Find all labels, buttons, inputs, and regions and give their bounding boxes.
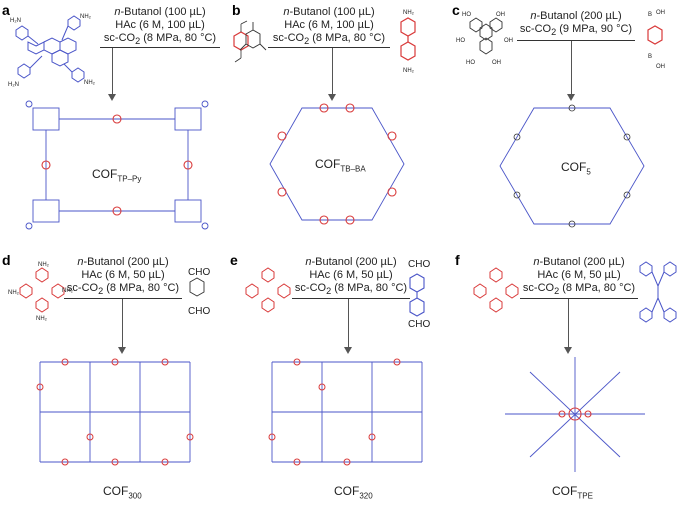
- reaction-conditions: n-Butanol (200 µL) HAc (6 M, 50 µL) sc-C…: [520, 256, 638, 298]
- reaction-rule: [64, 298, 182, 299]
- reaction-arrow: [122, 299, 123, 349]
- svg-text:B: B: [648, 54, 652, 60]
- cho-top: CHO: [188, 267, 211, 278]
- arrow-head: [108, 94, 116, 101]
- panel-label: a: [2, 2, 10, 18]
- acid-line: HAc (6 M, 50 µL): [537, 269, 621, 281]
- hexahydroxy-monomer: HO OH HO OH HO OH: [456, 12, 513, 66]
- svg-text:NH₂: NH₂: [84, 80, 96, 86]
- panel-label: b: [232, 2, 241, 18]
- cof-3d-framework: [36, 358, 194, 466]
- svg-text:OH: OH: [656, 10, 665, 16]
- cof-name: COFTPE: [552, 484, 593, 501]
- tetraphenylmethane-monomer: [473, 267, 519, 313]
- cho-top: CHO: [408, 259, 431, 270]
- panel-label: f: [455, 252, 460, 268]
- benzidine-monomer: NH₂ NH₂: [400, 10, 416, 74]
- reaction-conditions: n-Butanol (200 µL) HAc (6 M, 50 µL) sc-C…: [64, 256, 182, 298]
- cof-name: COF300: [103, 484, 142, 501]
- reaction-rule: [517, 40, 635, 41]
- svg-text:NH₂: NH₂: [80, 14, 92, 20]
- sc-line: sc-CO2 (8 MPa, 80 °C): [294, 282, 408, 297]
- reaction-conditions: n-Butanol (100 µL) HAc (6 M, 100 µL) sc-…: [100, 6, 220, 48]
- panel-label: e: [230, 252, 238, 268]
- arrow-head: [567, 94, 575, 101]
- svg-text:B: B: [648, 12, 652, 18]
- svg-text:HO: HO: [466, 60, 475, 66]
- diboronic-acid-monomer: B OH B OH: [647, 10, 665, 70]
- solvent-line: n-Butanol (200 µL): [530, 10, 622, 22]
- reaction-arrow: [332, 48, 333, 96]
- solvent-line: n-Butanol (100 µL): [283, 6, 375, 18]
- reaction-arrow: [571, 41, 572, 96]
- cho-bottom: CHO: [188, 306, 211, 317]
- cof-name: COF320: [334, 484, 373, 501]
- solvent-line: n-Butanol (200 µL): [533, 256, 625, 268]
- reaction-conditions: n-Butanol (100 µL) HAc (6 M, 100 µL) sc-…: [270, 6, 388, 48]
- solvent-line: n-Butanol (200 µL): [305, 256, 397, 268]
- reaction-rule: [292, 298, 410, 299]
- svg-text:NH₂: NH₂: [403, 10, 415, 16]
- acid-line: HAc (6 M, 50 µL): [81, 269, 165, 281]
- solvent-line: n-Butanol (200 µL): [77, 256, 169, 268]
- cof-name: COFTP–Py: [92, 167, 142, 184]
- sc-line: sc-CO2 (8 MPa, 80 °C): [522, 282, 636, 297]
- solvent-line: n-Butanol (100 µL): [114, 6, 206, 18]
- cof-name: COFTB–BA: [315, 157, 366, 174]
- panel-label: c: [452, 2, 460, 18]
- trialdehyde-monomer: [239, 22, 267, 51]
- tetraphenylmethane-monomer: [245, 267, 291, 313]
- svg-text:HO: HO: [462, 12, 471, 18]
- svg-text:OH: OH: [504, 38, 513, 44]
- svg-text:NH₂: NH₂: [62, 288, 74, 294]
- sc-line: sc-CO2 (8 MPa, 80 °C): [272, 32, 386, 47]
- reaction-conditions: n-Butanol (200 µL) sc-CO2 (9 MPa, 90 °C): [517, 10, 635, 39]
- svg-text:OH: OH: [496, 12, 505, 18]
- arrow-head: [344, 347, 352, 354]
- reaction-arrow: [568, 299, 569, 349]
- cof-framework-hexagon: [269, 103, 405, 225]
- arrow-head: [118, 347, 126, 354]
- svg-text:NH₂: NH₂: [403, 68, 415, 74]
- reaction-rule: [100, 47, 220, 48]
- svg-text:H₂N: H₂N: [10, 18, 21, 24]
- svg-text:OH: OH: [656, 64, 665, 70]
- svg-text:NH₂: NH₂: [38, 262, 50, 268]
- cho-bottom: CHO: [408, 319, 431, 330]
- pyrene-monomer: H₂N NH₂ H₂N NH₂: [8, 14, 96, 88]
- svg-text:OH: OH: [492, 60, 501, 66]
- panel-label: d: [2, 252, 11, 268]
- svg-text:HO: HO: [456, 38, 465, 44]
- sc-line: sc-CO2 (8 MPa, 80 °C): [103, 32, 217, 47]
- reaction-arrow: [112, 48, 113, 96]
- svg-text:NH₂: NH₂: [8, 290, 20, 296]
- reaction-rule: [268, 47, 390, 48]
- acid-line: HAc (6 M, 100 µL): [284, 19, 374, 31]
- dialdehyde-monomer: [189, 277, 205, 297]
- arrow-head: [564, 347, 572, 354]
- cof-3d-framework: [268, 358, 423, 466]
- svg-text:H₂N: H₂N: [8, 82, 19, 88]
- tetraphenylmethane-monomer: NH₂ NH₂ NH₂ NH₂: [8, 262, 74, 322]
- reaction-conditions: n-Butanol (200 µL) HAc (6 M, 50 µL) sc-C…: [292, 256, 410, 298]
- biphenyl-dialdehyde-monomer: [409, 273, 425, 317]
- tetraphenylethylene-monomer: [639, 261, 677, 323]
- cof-framework-hexagon: [499, 104, 645, 228]
- reaction-rule: [520, 298, 638, 299]
- dialdehyde-monomer: [233, 20, 249, 63]
- acid-line: HAc (6 M, 50 µL): [309, 269, 393, 281]
- cof-name: COF5: [561, 160, 591, 177]
- sc-line: sc-CO2 (8 MPa, 80 °C): [66, 282, 180, 297]
- svg-text:NH₂: NH₂: [36, 316, 48, 322]
- cof-framework-square: [25, 100, 209, 230]
- sc-line: sc-CO2 (9 MPa, 90 °C): [519, 23, 633, 38]
- cof-star-framework: [505, 357, 645, 472]
- arrow-head: [328, 94, 336, 101]
- reaction-arrow: [348, 299, 349, 349]
- acid-line: HAc (6 M, 100 µL): [115, 19, 205, 31]
